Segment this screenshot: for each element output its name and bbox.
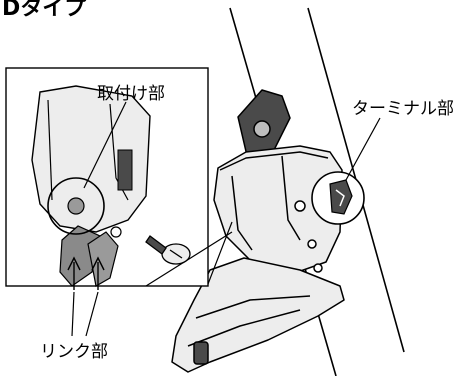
inset-detail-box: [5, 67, 233, 290]
mount-label: 取付け部: [97, 84, 165, 104]
front-derailleur: [171, 89, 345, 373]
terminal-detail-circle: [311, 171, 365, 225]
link-leader-lines: [71, 291, 99, 337]
terminal-label: ターミナル部: [352, 99, 454, 119]
heading-text: Dタイプ: [2, 0, 87, 21]
terminal-leader-line: [345, 117, 381, 181]
link-label: リンク部: [40, 342, 108, 362]
bolt-icon: [145, 235, 191, 265]
